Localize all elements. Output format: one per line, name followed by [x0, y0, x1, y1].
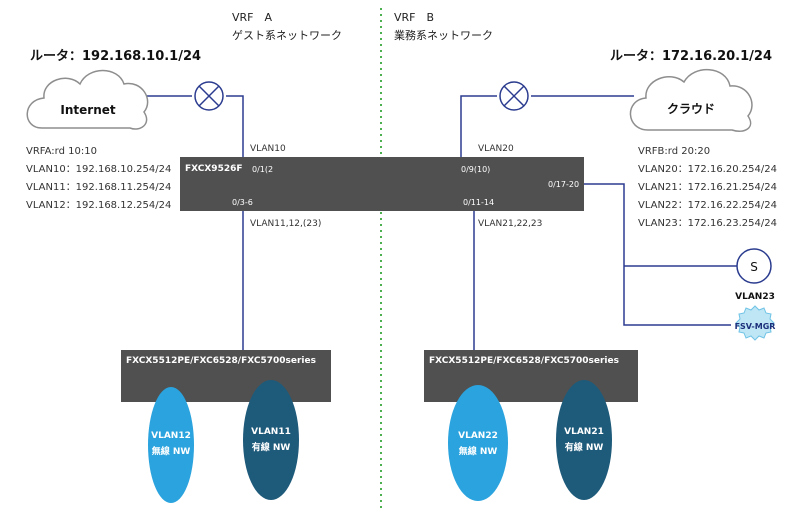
access-switch-b-body — [424, 350, 638, 402]
core-port-b-down: 0/11-14 — [463, 198, 494, 207]
link-router-b-core — [460, 95, 497, 157]
access-switch-a: FXCX5512PE/FXC6528/FXC5700series — [121, 350, 331, 402]
link-label-vlan-a-down: VLAN11,12,(23) — [250, 219, 321, 229]
core-port-a-down: 0/3-6 — [232, 198, 253, 207]
vrf-b-info: VRFB:rd 20:20 VLAN20：172.16.20.254/24 VL… — [638, 146, 777, 229]
fsv-mgr-node: FSV-MGR — [735, 305, 776, 341]
vrf-b-subtitle: 業務系ネットワーク — [394, 28, 493, 42]
core-switch: FXCX9526F 0/1(2 0/9(10) 0/17-20 0/3-6 0/… — [180, 157, 584, 211]
vrf-b-info-line: VRFB:rd 20:20 — [638, 146, 710, 157]
network-vlan11: VLAN11 有線 NW — [243, 380, 299, 500]
network-vlan: VLAN12 — [151, 431, 191, 441]
network-ellipse — [243, 380, 299, 500]
link-core-side — [584, 183, 731, 326]
network-type: 無線 NW — [152, 445, 191, 457]
vrf-b-info-line: VLAN23：172.16.23.254/24 — [638, 218, 777, 229]
network-ellipse — [148, 387, 194, 503]
core-port-b-side: 0/17-20 — [548, 180, 579, 189]
vrf-a-info-line: VLAN10：192.168.10.254/24 — [26, 164, 171, 175]
link-label-vlan10: VLAN10 — [250, 144, 286, 154]
link-label-vlan-b-down: VLAN21,22,23 — [478, 219, 542, 229]
network-type: 有線 NW — [565, 441, 604, 453]
vrf-a-info-line: VLAN11：192.168.11.254/24 — [26, 182, 171, 193]
link-label-vlan20: VLAN20 — [478, 144, 514, 154]
network-vlan: VLAN22 — [458, 431, 498, 441]
router-b-icon — [499, 81, 529, 111]
server-icon — [736, 248, 772, 284]
server-symbol: S — [750, 260, 758, 274]
vrf-b-title: VRF B — [394, 11, 434, 24]
vrf-a-title: VRF A — [232, 11, 272, 24]
internet-cloud: Internet — [26, 69, 149, 130]
links — [138, 95, 737, 350]
vrf-a-info: VRFA:rd 10:10 VLAN10：192.168.10.254/24 V… — [26, 146, 171, 211]
network-ellipse — [556, 380, 612, 500]
vrf-a-info-line: VRFA:rd 10:10 — [26, 146, 97, 157]
cloud-right: クラウド — [629, 68, 753, 132]
cloud-shape — [629, 68, 753, 132]
network-vlan: VLAN11 — [251, 427, 291, 437]
vrf-b-info-line: VLAN22：172.16.22.254/24 — [638, 200, 777, 211]
access-switch-a-name: FXCX5512PE/FXC6528/FXC5700series — [126, 356, 316, 366]
network-vlan: VLAN21 — [564, 427, 604, 437]
server-node: S VLAN23 — [735, 248, 775, 302]
network-type: 無線 NW — [459, 445, 498, 457]
cloud-shape — [26, 69, 149, 130]
network-vlan12: VLAN12 無線 NW — [148, 387, 194, 503]
router-a-label: ルータ：192.168.10.1/24 — [30, 49, 201, 64]
network-vlan21: VLAN21 有線 NW — [556, 380, 612, 500]
vrf-b-info-line: VLAN20：172.16.20.254/24 — [638, 164, 777, 175]
router-b-label: ルータ：172.16.20.1/24 — [610, 49, 772, 64]
network-type: 有線 NW — [252, 441, 291, 453]
core-switch-body — [180, 157, 584, 211]
internet-label: Internet — [60, 103, 115, 117]
link-router-a-core — [226, 95, 244, 157]
access-switch-a-body — [121, 350, 331, 402]
access-switch-b-name: FXCX5512PE/FXC6528/FXC5700series — [429, 356, 619, 366]
fsv-mgr-label: FSV-MGR — [735, 322, 776, 331]
vrf-b-info-line: VLAN21：172.16.21.254/24 — [638, 182, 777, 193]
core-switch-name: FXCX9526F — [185, 164, 243, 174]
core-port-b-up: 0/9(10) — [461, 165, 490, 174]
access-switch-b: FXCX5512PE/FXC6528/FXC5700series — [424, 350, 638, 402]
network-ellipse — [448, 385, 508, 501]
network-vlan22: VLAN22 無線 NW — [448, 385, 508, 501]
gear-icon — [735, 305, 775, 341]
server-vlan-label: VLAN23 — [735, 292, 775, 302]
vrf-a-subtitle: ゲスト系ネットワーク — [232, 29, 342, 42]
cloud-label: クラウド — [667, 102, 715, 116]
core-port-a-up: 0/1(2 — [252, 165, 273, 174]
vrf-a-info-line: VLAN12：192.168.12.254/24 — [26, 200, 171, 211]
router-a-icon — [194, 81, 224, 111]
